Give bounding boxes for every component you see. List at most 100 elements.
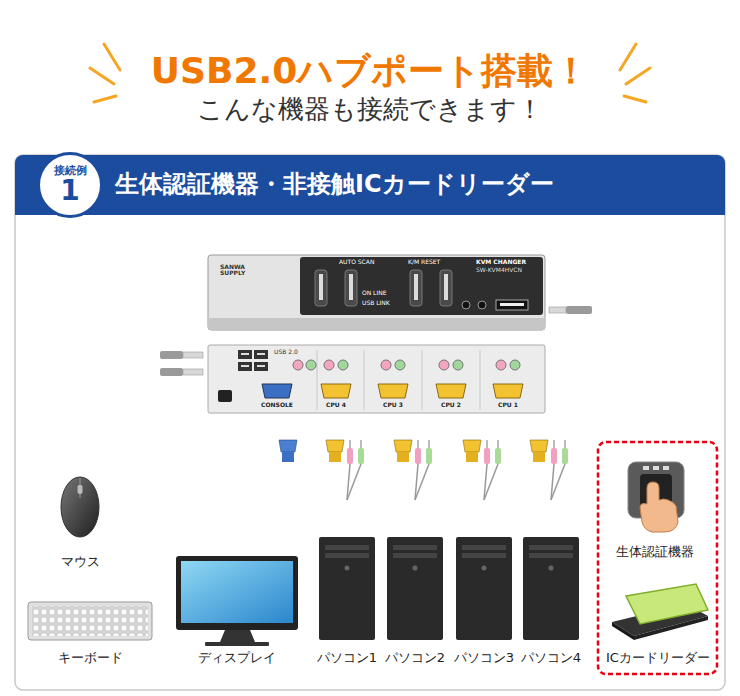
panel-label: K/M RESET bbox=[408, 259, 440, 266]
mouse-icon bbox=[61, 477, 99, 537]
pc-tower-icons-part bbox=[549, 566, 554, 571]
pc2-plugs-part bbox=[394, 440, 412, 452]
pc2-plugs-part bbox=[415, 448, 421, 464]
pc1-plugs-part bbox=[347, 448, 353, 464]
port-label: CPU 3 bbox=[383, 402, 403, 409]
kvm-front-illustration-part bbox=[300, 257, 543, 315]
pc-tower-icons-part bbox=[529, 553, 573, 558]
pc3-plugs-part bbox=[497, 440, 499, 448]
keyboard-icon-part bbox=[32, 606, 148, 636]
pc3-plugs-part bbox=[463, 440, 481, 452]
pc-tower-icons-part bbox=[325, 553, 369, 558]
kvm-back-illustration-part bbox=[257, 353, 265, 355]
keyboard-device: キーボード bbox=[25, 598, 155, 668]
mouse-icon-part bbox=[78, 485, 83, 494]
usb-plugs-part bbox=[160, 351, 183, 359]
device-label: 生体認証機器 bbox=[616, 545, 694, 562]
kvm-front-illustration-part bbox=[208, 255, 545, 330]
pc-tower-icons-part bbox=[523, 537, 579, 640]
pc-device: パソコン1 bbox=[314, 535, 381, 668]
biometric-device-icon-part bbox=[640, 482, 678, 532]
example-badge: 接続例1 bbox=[37, 152, 103, 218]
pc-tower-icons-part bbox=[462, 545, 506, 550]
title-accent-lines-part bbox=[90, 68, 114, 84]
ic-card-reader-icon-part bbox=[612, 622, 634, 640]
pc3-plugs bbox=[463, 440, 501, 500]
mouse-icon-part bbox=[61, 477, 99, 537]
pc4-plugs-part bbox=[530, 440, 548, 452]
band-heading: 生体認証機器・非接触ICカードリーダー bbox=[115, 171, 554, 199]
pc-device: パソコン4 bbox=[518, 535, 585, 668]
kvm-front-illustration-part bbox=[462, 301, 470, 309]
device-label: キーボード bbox=[58, 651, 123, 668]
pc1-plugs-part bbox=[349, 440, 351, 448]
device-label: マウス bbox=[61, 555, 100, 572]
kvm-front-illustration-part bbox=[410, 270, 422, 306]
kvm-front-illustration-part bbox=[440, 270, 452, 306]
title-accent-lines-part bbox=[104, 44, 120, 70]
pc-tower-icons-part bbox=[456, 537, 512, 640]
kvm-back-illustration-part bbox=[218, 390, 232, 402]
biometric-device-icon-part bbox=[663, 466, 669, 470]
pc-tower-icons-part bbox=[482, 566, 487, 571]
keyboard-icon bbox=[28, 602, 152, 640]
usb-plugs-part bbox=[183, 369, 203, 375]
kvm-front-illustration-part bbox=[349, 274, 353, 300]
port-label: USB 2.0 bbox=[274, 349, 298, 356]
mouse-device: マウス bbox=[45, 470, 115, 572]
pc4-plugs-part bbox=[533, 452, 545, 462]
kvm-back-illustration-part bbox=[338, 360, 348, 370]
pc1-plugs bbox=[326, 440, 364, 500]
display-icon-part bbox=[176, 556, 298, 630]
device-label: パソコン4 bbox=[521, 651, 581, 668]
kvm-back-illustration-part bbox=[293, 360, 303, 370]
pc2-plugs-part bbox=[417, 440, 419, 448]
kvm-front-illustration-part bbox=[496, 300, 528, 310]
main-title: USB2.0ハブポート搭載！ bbox=[0, 50, 740, 91]
pc2-plugs-part bbox=[397, 452, 409, 462]
pc2-plugs-part bbox=[426, 448, 432, 464]
kvm-back-illustration-part bbox=[378, 384, 408, 398]
usb-plugs-part bbox=[549, 307, 566, 313]
pc2-plugs-part bbox=[415, 464, 429, 500]
pc3-plugs-part bbox=[484, 448, 490, 464]
kvm-back-illustration-part bbox=[321, 384, 351, 398]
kvm-front-illustration-part bbox=[315, 270, 327, 306]
usb-plugs-part bbox=[160, 368, 183, 376]
title-accent-lines-part bbox=[626, 68, 650, 84]
kvm-back-illustration-part bbox=[480, 350, 481, 410]
pc-tower-icons-part bbox=[393, 553, 437, 558]
kvm-back-illustration-part bbox=[496, 360, 506, 370]
port-label: CPU 2 bbox=[441, 402, 461, 409]
display-icon-part bbox=[220, 630, 255, 642]
kvm-front-illustration-part bbox=[414, 274, 418, 300]
kvm-front-illustration-part bbox=[478, 301, 486, 309]
badge-text: 1 bbox=[60, 176, 79, 205]
kvm-back-illustration-part bbox=[257, 365, 265, 367]
kvm-front-illustration-part bbox=[208, 318, 545, 330]
device-label: ICカードリーダー bbox=[606, 651, 710, 668]
pc-device: パソコン2 bbox=[382, 535, 449, 668]
kvm-back-illustration-part bbox=[241, 365, 249, 367]
pc1-plugs-part bbox=[347, 464, 361, 500]
kvm-back-illustration-part bbox=[436, 384, 466, 398]
kvm-back-illustration-part bbox=[254, 350, 268, 359]
badge-text: 接続例 bbox=[54, 165, 87, 177]
pc2-plugs bbox=[394, 440, 432, 500]
pc-tower-icons-part bbox=[462, 553, 506, 558]
ic-card-reader-icon bbox=[612, 584, 708, 640]
pc4-plugs bbox=[530, 440, 568, 500]
biometric-device-icon-part bbox=[653, 466, 659, 470]
pc-tower-icons-part bbox=[393, 545, 437, 550]
pc1-plugs-part bbox=[329, 452, 341, 462]
pc1-plugs-part bbox=[326, 440, 344, 452]
pc2-plugs-part bbox=[428, 440, 430, 448]
kvm-back-illustration-part bbox=[493, 384, 523, 398]
pc1-plugs-part bbox=[358, 448, 364, 464]
kvm-back-illustration-part bbox=[381, 360, 391, 370]
pc4-plugs-part bbox=[564, 440, 566, 448]
ic-card-reader-icon-part bbox=[626, 584, 708, 624]
display-icon-part bbox=[205, 642, 269, 646]
header-band: 生体認証機器・非接触ICカードリーダー接続例1 bbox=[15, 155, 725, 215]
